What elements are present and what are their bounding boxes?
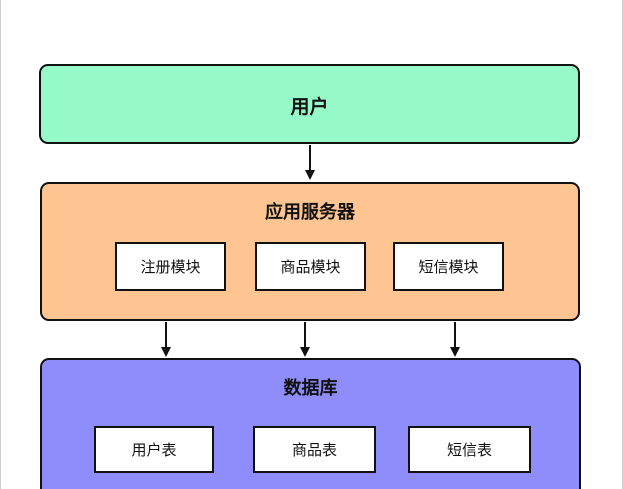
arrowhead-goods-to-db xyxy=(300,347,310,357)
goods-module: 商品模块 xyxy=(255,242,366,291)
app-server-title: 应用服务器 xyxy=(265,202,355,223)
goods-table: 商品表 xyxy=(253,426,376,473)
arrowhead-sms-to-db xyxy=(450,347,460,357)
app-server-box: 应用服务器 注册模块 商品模块 短信模块 xyxy=(40,182,580,321)
user-box: 用户 xyxy=(39,64,580,144)
user-table: 用户表 xyxy=(94,426,214,473)
sms-module: 短信模块 xyxy=(393,242,504,291)
register-module: 注册模块 xyxy=(115,242,226,291)
user-box-title: 用户 xyxy=(290,96,329,118)
sms-table: 短信表 xyxy=(408,426,531,473)
arrowhead-user-to-app xyxy=(305,170,315,180)
left-border xyxy=(0,0,1,489)
database-title: 数据库 xyxy=(283,378,338,399)
database-box: 数据库 用户表 商品表 短信表 xyxy=(40,358,581,489)
arrowhead-register-to-db xyxy=(161,347,171,357)
